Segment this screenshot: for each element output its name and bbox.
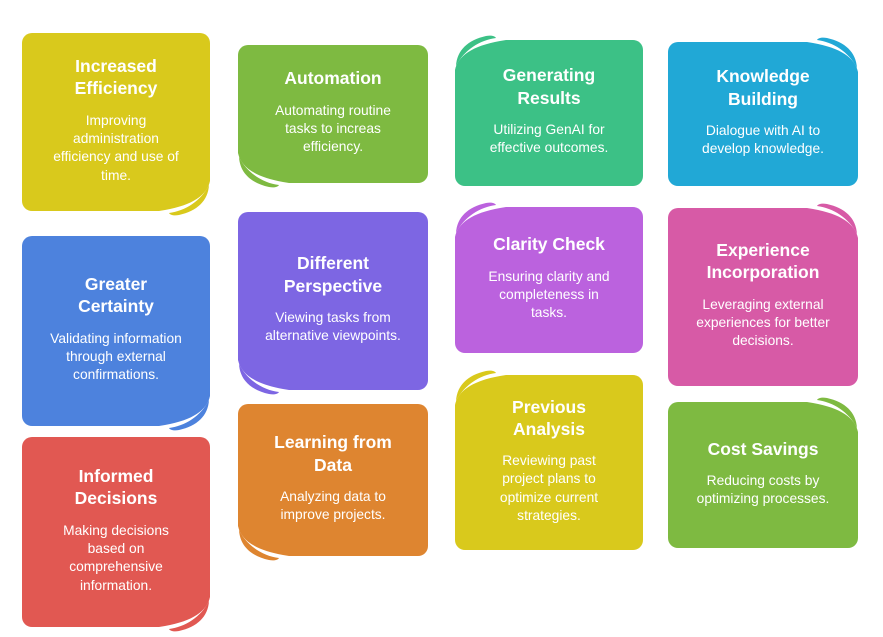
note-title: Informed Decisions <box>74 466 158 509</box>
note-title: Greater Certainty <box>78 274 154 317</box>
note-body: Utilizing GenAI for effective outcomes. <box>489 121 609 156</box>
note-body: Reviewing past project plans to optimize… <box>499 453 599 524</box>
note-title: Cost Savings <box>707 438 819 459</box>
page-curl-icon <box>235 358 289 400</box>
page-curl-icon <box>159 595 213 637</box>
note-title: Previous Analysis <box>512 396 586 439</box>
note-body: Validating information through external … <box>50 330 182 383</box>
note-body: Automating routine tasks to increas effi… <box>275 102 391 155</box>
note-increased-efficiency: Increased Efficiency Improving administr… <box>22 33 213 221</box>
note-title: Learning from Data <box>274 432 392 475</box>
note-body: Leveraging external experiences for bett… <box>696 296 830 349</box>
page-curl-icon <box>159 394 213 436</box>
note-body: Improving administration efficiency and … <box>53 112 179 183</box>
note-body: Reducing costs by optimizing processes. <box>696 472 830 507</box>
note-title: Automation <box>284 68 382 89</box>
note-automation: Automation Automating routine tasks to i… <box>235 45 428 193</box>
note-body: Ensuring clarity and completeness in tas… <box>488 268 610 321</box>
note-title: Clarity Check <box>493 234 605 255</box>
note-title: Generating Results <box>502 65 596 108</box>
note-body: Analyzing data to improve projects. <box>280 488 386 523</box>
note-previous-analysis: Previous Analysis Reviewing past project… <box>452 365 643 550</box>
note-generating-results: Generating Results Utilizing GenAI for e… <box>452 30 643 186</box>
page-curl-icon <box>235 524 289 566</box>
note-body: Making decisions based on comprehensive … <box>63 522 169 593</box>
page-curl-icon <box>807 198 861 240</box>
page-curl-icon <box>807 392 861 434</box>
note-title: Knowledge Building <box>716 66 810 109</box>
note-different-perspective: Different Perspective Viewing tasks from… <box>235 212 428 400</box>
note-title: Different Perspective <box>283 253 383 296</box>
note-greater-certainty: Greater Certainty Validating information… <box>22 236 213 436</box>
note-clarity-check: Clarity Check Ensuring clarity and compl… <box>452 197 643 353</box>
note-cost-savings: Cost Savings Reducing costs by optimizin… <box>668 392 861 548</box>
note-title: Experience Incorporation <box>706 240 820 283</box>
note-knowledge-building: Knowledge Building Dialogue with AI to d… <box>668 32 861 186</box>
note-learning-from-data: Learning from Data Analyzing data to imp… <box>235 404 428 566</box>
note-title: Increased Efficiency <box>74 56 158 99</box>
note-experience-incorporation: Experience Incorporation Leveraging exte… <box>668 198 861 386</box>
note-informed-decisions: Informed Decisions Making decisions base… <box>22 437 213 637</box>
note-body: Dialogue with AI to develop knowledge. <box>702 122 824 157</box>
note-body: Viewing tasks from alternative viewpoint… <box>265 309 401 344</box>
